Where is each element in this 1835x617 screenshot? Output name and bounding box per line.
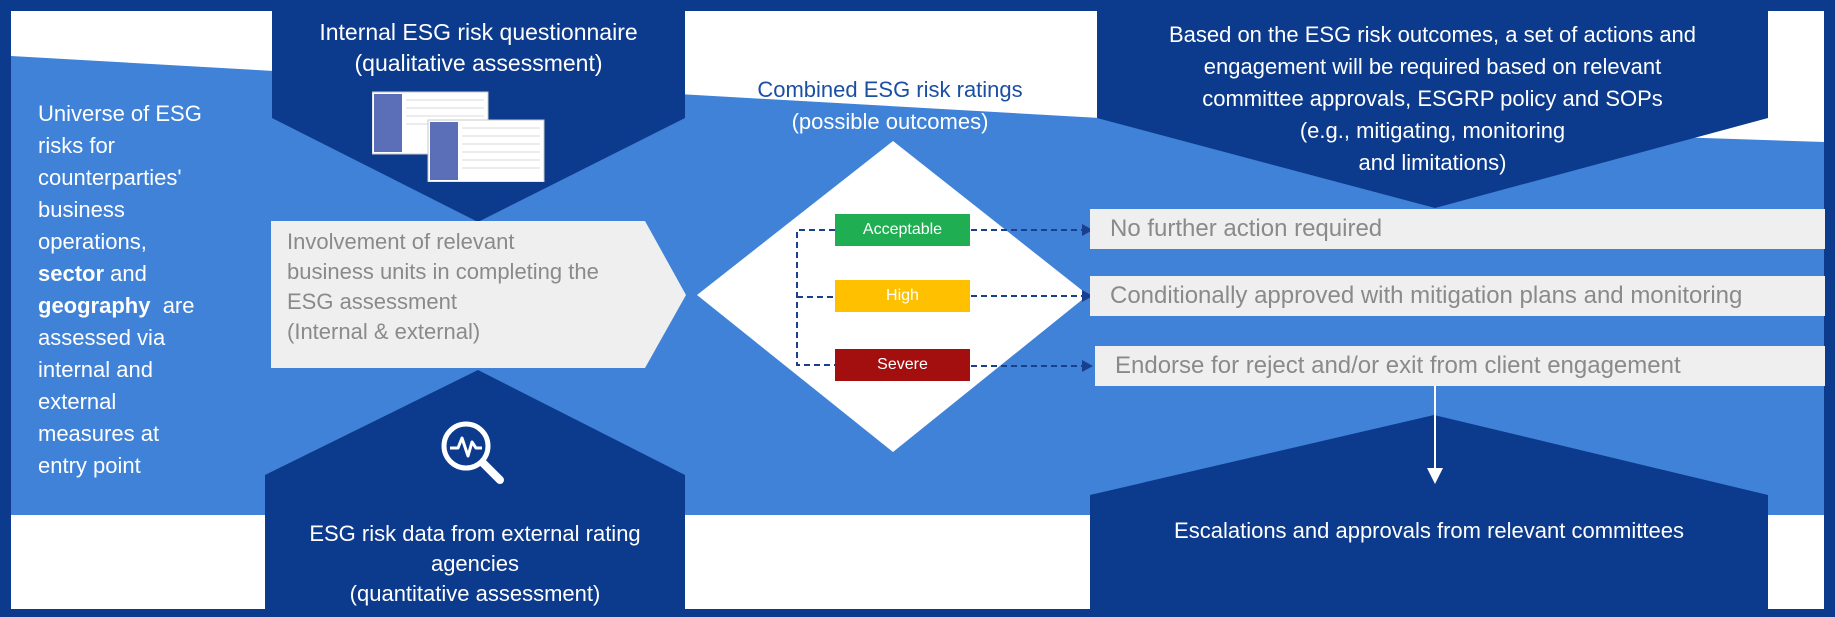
universe-line: measures at	[38, 421, 160, 446]
top-strip	[527, 0, 1097, 10]
external-data-line1: ESG risk data from external rating	[309, 521, 641, 546]
involvement-line: (Internal & external)	[287, 319, 481, 344]
outcome-severe: Endorse for reject and/or exit from clie…	[1095, 346, 1825, 386]
external-data-shape	[265, 370, 685, 609]
ratings-title: Combined ESG risk ratings	[757, 77, 1023, 102]
magnifier-pulse-icon	[441, 421, 504, 484]
universe-line: business	[38, 197, 125, 222]
universe-line: operations,	[38, 229, 147, 254]
ratings-subtitle: (possible outcomes)	[791, 109, 989, 134]
involvement-shape	[271, 221, 686, 368]
universe-line: entry point	[38, 453, 141, 478]
involvement-line: ESG assessment	[287, 289, 457, 314]
geography-bold: geography	[38, 293, 151, 318]
universe-line: risks for	[38, 133, 115, 158]
rating-acceptable-badge: Acceptable	[835, 214, 970, 246]
arrow-down-icon	[1427, 382, 1443, 484]
universe-line: Universe of ESG	[38, 101, 202, 126]
document-thumbnail-icon	[372, 91, 545, 182]
escalations-label: Escalations and approvals from relevant …	[1174, 518, 1684, 543]
rating-severe-badge: Severe	[835, 349, 970, 381]
questionnaire-title: Internal ESG risk questionnaire	[319, 19, 638, 45]
external-data-line2: agencies	[430, 551, 520, 576]
universe-line: counterparties'	[38, 165, 182, 190]
questionnaire-subtitle: (qualitative assessment)	[354, 50, 603, 76]
universe-line: internal and	[38, 357, 153, 382]
actions-line: and limitations)	[1358, 150, 1507, 175]
involvement-line: business units in completing the	[287, 259, 599, 284]
outcome-acceptable: No further action required	[1090, 209, 1825, 249]
actions-line: (e.g., mitigating, monitoring	[1299, 118, 1566, 143]
universe-text: Universe of ESG risks for counterparties…	[38, 98, 218, 482]
sector-bold: sector	[38, 261, 105, 286]
external-data-line3: (quantitative assessment)	[349, 581, 601, 606]
actions-line: committee approvals, ESGRP policy and SO…	[1202, 86, 1663, 111]
involvement-text: Involvement of relevant business units i…	[287, 227, 599, 347]
actions-line: Based on the ESG risk outcomes, a set of…	[1168, 22, 1697, 47]
actions-line: engagement will be required based on rel…	[1203, 54, 1662, 79]
actions-shape	[1097, 11, 1768, 208]
actions-text: Based on the ESG risk outcomes, a set of…	[1100, 19, 1765, 179]
universe-line: external	[38, 389, 117, 414]
universe-sector-line: sector and	[38, 261, 147, 286]
involvement-line: Involvement of relevant	[287, 229, 515, 254]
universe-geography-line: geography are	[38, 293, 195, 318]
escalations-shape	[1090, 415, 1768, 609]
outcome-high: Conditionally approved with mitigation p…	[1090, 276, 1825, 316]
universe-line: assessed via	[38, 325, 166, 350]
rating-high-badge: High	[835, 280, 970, 312]
